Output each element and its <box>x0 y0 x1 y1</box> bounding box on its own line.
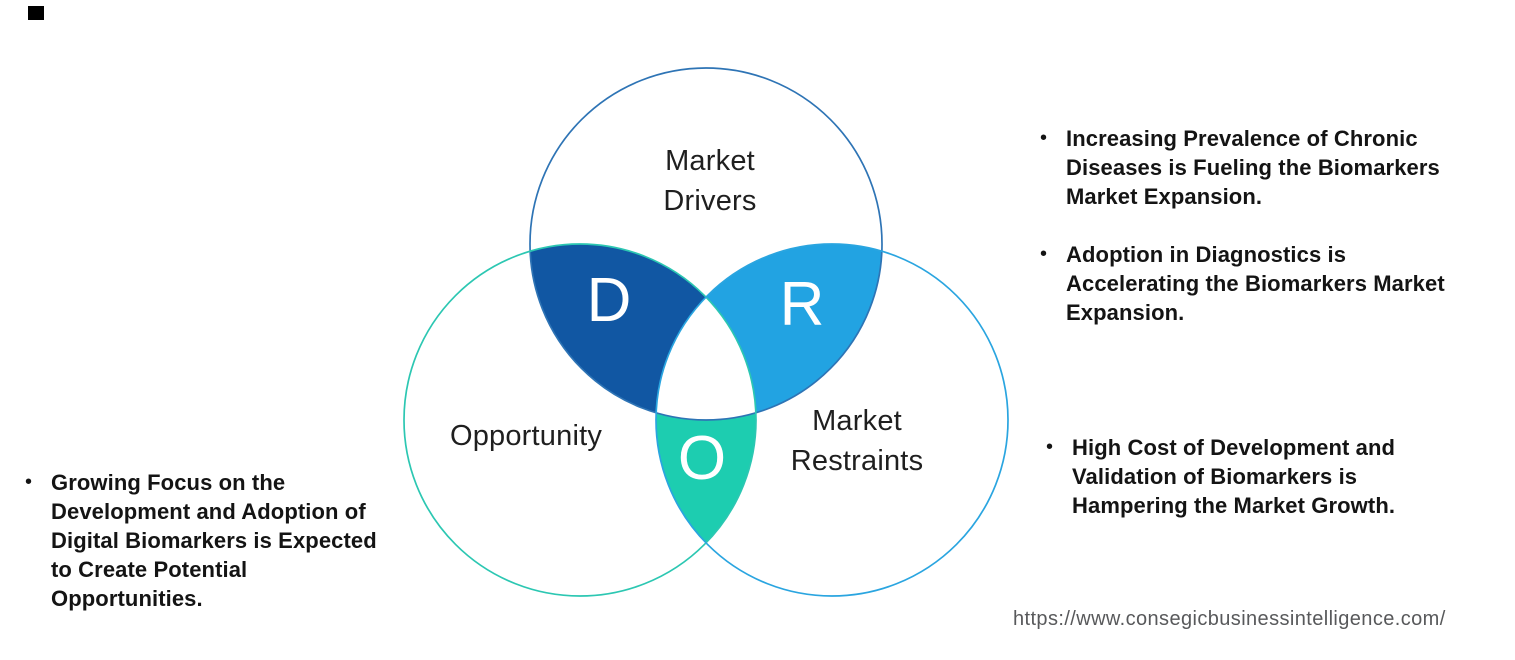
bullet-icon: • <box>1046 436 1054 458</box>
opportunity-notes-list: • Growing Focus on the Development and A… <box>25 468 415 613</box>
list-item: • Growing Focus on the Development and A… <box>25 468 415 613</box>
bullet-icon: • <box>1040 127 1048 149</box>
opportunity-circle <box>403 243 757 597</box>
bullet-icon: • <box>25 471 33 493</box>
lens-letter-o: O <box>677 424 727 493</box>
lens-letter-r: R <box>779 270 825 339</box>
lens-letter-d: D <box>586 266 632 335</box>
corner-artifact-square <box>28 6 44 20</box>
drivers-opportunity-lens <box>530 243 706 413</box>
source-url: https://www.consegicbusinessintelligence… <box>1013 608 1446 630</box>
bullet-icon: • <box>1040 243 1048 265</box>
drivers-restraints-lens <box>706 243 882 413</box>
restraints-label: Market Restraints <box>790 405 924 477</box>
list-item: • Adoption in Diagnostics is Acceleratin… <box>1040 240 1490 327</box>
restraints-circle <box>655 243 1009 597</box>
drivers-notes-list: • Increasing Prevalence of Chronic Disea… <box>1040 124 1490 327</box>
restraints-notes-list: • High Cost of Development and Validatio… <box>1046 433 1496 520</box>
restraint-note-text: High Cost of Development and Validation … <box>1072 435 1396 518</box>
driver-note-text-2: Adoption in Diagnostics is Accelerating … <box>1066 242 1445 325</box>
drivers-circle <box>529 67 883 421</box>
driver-note-text-1: Increasing Prevalence of Chronic Disease… <box>1066 126 1440 209</box>
opportunity-label: Opportunity <box>449 420 603 452</box>
opportunity-note-text: Growing Focus on the Development and Ado… <box>51 470 377 611</box>
drivers-label: Market Drivers <box>663 145 757 217</box>
list-item: • Increasing Prevalence of Chronic Disea… <box>1040 124 1490 211</box>
list-item: • High Cost of Development and Validatio… <box>1046 433 1496 520</box>
